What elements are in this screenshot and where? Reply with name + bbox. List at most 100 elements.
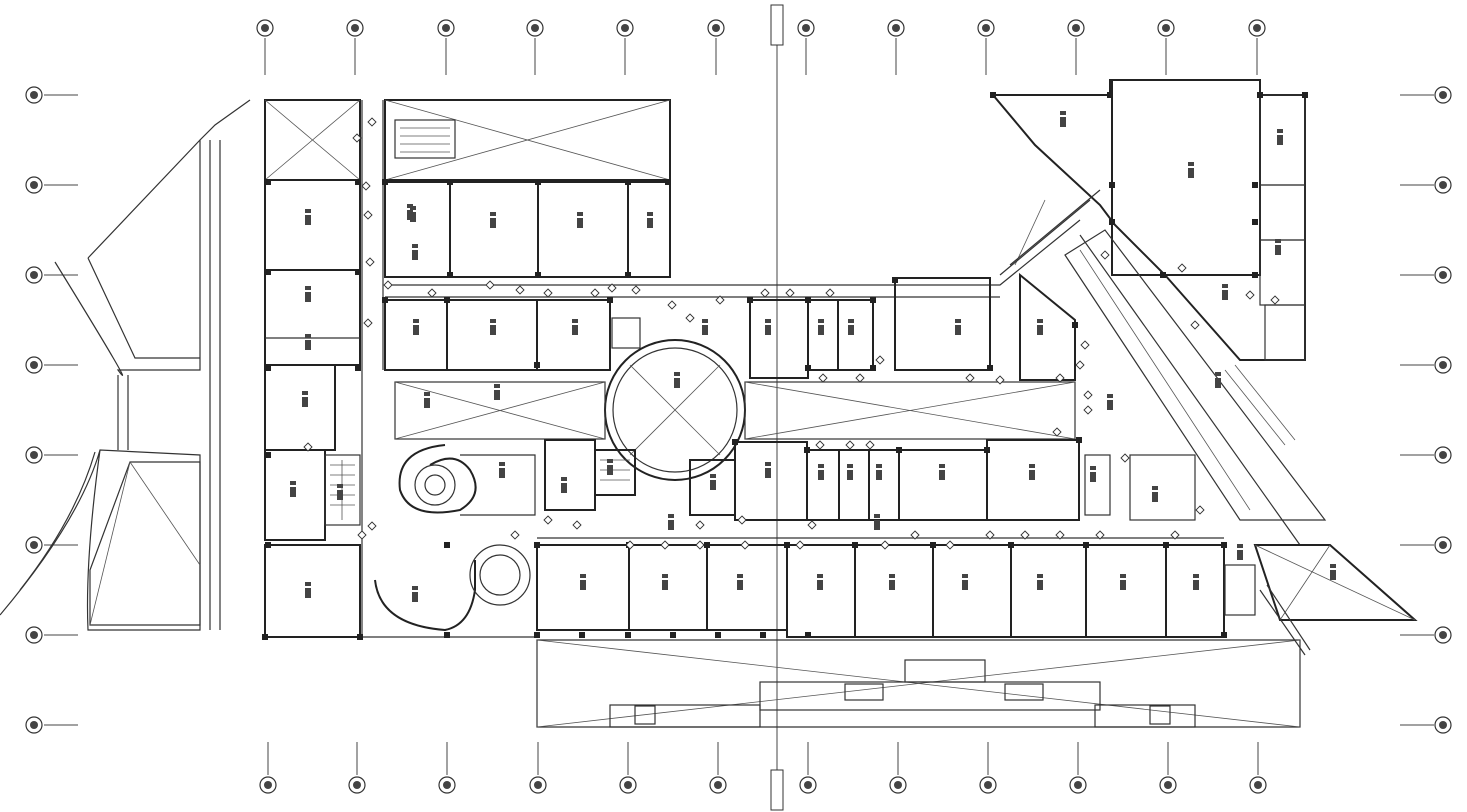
door-marker-icon <box>607 283 617 293</box>
axis-bubble-fill <box>1439 91 1447 99</box>
axis-bubble-right <box>1434 86 1452 104</box>
column-icon <box>357 634 363 640</box>
column-icon <box>930 542 936 548</box>
room-tag-block <box>1193 580 1199 590</box>
axis-bubble-fill <box>1072 24 1080 32</box>
room-tag-line <box>305 582 311 586</box>
room-tag-line <box>1090 466 1096 470</box>
room-tag-line <box>662 574 668 578</box>
axis-bubble-fill <box>261 24 269 32</box>
room-tag-line <box>876 464 882 468</box>
column-icon <box>579 632 585 638</box>
room-tag-block <box>302 397 308 407</box>
column-icon <box>265 542 271 548</box>
column-icon <box>607 297 613 303</box>
room-tag-block <box>702 325 708 335</box>
axis-bubble-fill <box>1439 631 1447 639</box>
room-tag <box>490 319 496 335</box>
room-tag <box>1120 574 1126 590</box>
room-tag <box>647 212 653 228</box>
axis-bubble-left <box>25 176 43 194</box>
column-icon <box>444 542 450 548</box>
axis-bubble-fill <box>1253 24 1261 32</box>
room-tag <box>668 514 674 530</box>
room-tag-line <box>1215 372 1221 376</box>
room-tag <box>337 484 343 500</box>
door-marker-icon <box>1170 530 1180 540</box>
room-tag <box>572 319 578 335</box>
room-tags <box>290 111 1336 602</box>
terrace-stairs <box>634 683 1171 725</box>
axis-bubble-bottom <box>1249 776 1267 794</box>
axis-bubble-fill <box>1164 781 1172 789</box>
column-icon <box>355 179 361 185</box>
column-icon <box>535 179 541 185</box>
room-tag-block <box>889 580 895 590</box>
door-marker-icon <box>865 440 875 450</box>
axis-bubble-top <box>256 19 274 37</box>
room-tag-line <box>1237 544 1243 548</box>
axis-bubble-bottom <box>438 776 456 794</box>
north-corridor <box>385 219 1081 286</box>
door-marker-icon <box>510 530 520 540</box>
door-marker-icon <box>845 440 855 450</box>
door-marker-icon <box>367 117 377 127</box>
room-tag <box>561 477 567 493</box>
door-marker-icon <box>875 355 885 365</box>
axis-bubble-fill <box>624 781 632 789</box>
room-tag-line <box>939 464 945 468</box>
axis-bubble-right <box>1434 536 1452 554</box>
column-icon <box>444 297 450 303</box>
column-icon <box>852 542 858 548</box>
column-icon <box>382 179 388 185</box>
axis-bubble-fill <box>1439 271 1447 279</box>
column-icon <box>665 179 671 185</box>
room-tag-block <box>765 468 771 478</box>
column-icon <box>265 365 271 371</box>
axis-bubble-fill <box>621 24 629 32</box>
room-tag <box>1029 464 1035 480</box>
room-tag-line <box>818 319 824 323</box>
room-tag <box>1330 564 1336 580</box>
column-icon <box>1160 272 1166 278</box>
axis-bubble-fill <box>714 781 722 789</box>
room-tag <box>290 481 296 497</box>
column-icon <box>747 297 753 303</box>
structural-columns <box>262 92 1308 640</box>
room-tag <box>410 206 416 222</box>
west-block <box>264 99 361 638</box>
column-icon <box>1083 542 1089 548</box>
axis-bubble-left <box>25 446 43 464</box>
room-tag-block <box>962 580 968 590</box>
door-marker-icon <box>590 288 600 298</box>
room-tag-line <box>1152 486 1158 490</box>
door-marker-icon <box>357 530 367 540</box>
room-tag <box>412 244 418 260</box>
room-tag <box>580 574 586 590</box>
room-tag-line <box>494 384 500 388</box>
axis-bubble-bottom <box>979 776 997 794</box>
axis-bubble-right <box>1434 626 1452 644</box>
room-tag-line <box>1037 574 1043 578</box>
room-tag <box>874 514 880 530</box>
column-icon <box>1072 322 1078 328</box>
axis-bubble-fill <box>982 24 990 32</box>
room-tag-line <box>874 514 880 518</box>
door-marker-icon <box>695 520 705 530</box>
room-tag <box>577 212 583 228</box>
column-icon <box>704 542 710 548</box>
column-icon <box>805 365 811 371</box>
axis-bubble-top <box>707 19 725 37</box>
door-marker-icon <box>880 540 890 550</box>
room-tag <box>413 319 419 335</box>
column-icon <box>447 272 453 278</box>
room-tag <box>305 286 311 302</box>
room-tag-block <box>847 470 853 480</box>
column-icon <box>805 297 811 303</box>
room-tag <box>305 209 311 225</box>
room-tag <box>710 474 716 490</box>
axis-bubble-top <box>1248 19 1266 37</box>
axis-bubble-fill <box>894 781 902 789</box>
door-marker-icon <box>737 515 747 525</box>
room-tag-line <box>962 574 968 578</box>
